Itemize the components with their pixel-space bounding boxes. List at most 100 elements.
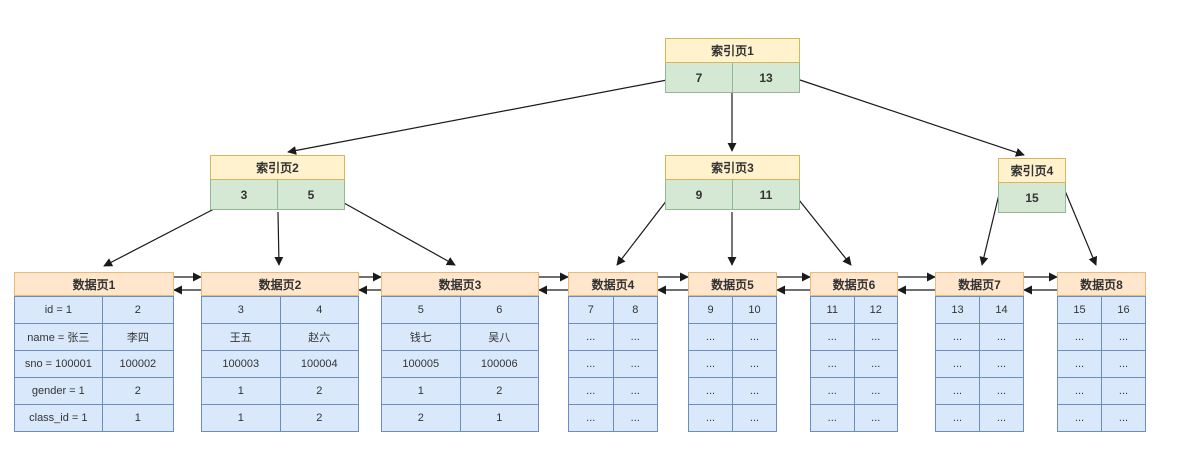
- table-cell: ...: [568, 350, 614, 378]
- table-cell: 王五: [201, 323, 281, 351]
- table-cell: ...: [732, 404, 777, 432]
- table-row: ......: [810, 350, 898, 378]
- table-cell: 1: [201, 404, 281, 432]
- table-cell: ...: [853, 404, 898, 432]
- table-row: ......: [688, 350, 777, 378]
- table-row: ......: [688, 377, 777, 405]
- table-cell: 14: [979, 296, 1024, 324]
- table-cell: 1: [459, 404, 539, 432]
- data-page-title: 数据页8: [1057, 272, 1146, 296]
- table-cell: ...: [688, 404, 733, 432]
- table-cell: ...: [853, 377, 898, 405]
- arrow-connector: [1062, 185, 1098, 266]
- table-cell: 赵六: [279, 323, 359, 351]
- table-cell: ...: [935, 323, 980, 351]
- table-cell: ...: [935, 377, 980, 405]
- table-cell: 1: [101, 404, 175, 432]
- data-page-title: 数据页6: [810, 272, 898, 296]
- table-cell: ...: [688, 350, 733, 378]
- table-row: 钱七吴八: [381, 323, 539, 351]
- arrow-connector: [287, 79, 668, 155]
- table-row: ......: [810, 404, 898, 432]
- arrow-connector: [798, 199, 852, 266]
- table-cell: class_id = 1: [14, 404, 103, 432]
- table-cell: ...: [979, 404, 1024, 432]
- table-cell: ...: [979, 377, 1024, 405]
- table-cell: 100004: [279, 350, 359, 378]
- table-cell: 3: [201, 296, 281, 324]
- table-cell: ...: [732, 350, 777, 378]
- table-cell: 2: [101, 377, 175, 405]
- data-page-title: 数据页4: [568, 272, 658, 296]
- table-cell: ...: [612, 377, 658, 405]
- table-cell: ...: [568, 323, 614, 351]
- table-cell: ...: [853, 350, 898, 378]
- table-cell: 7: [568, 296, 614, 324]
- index-page-title: 索引页4: [998, 158, 1066, 183]
- table-cell: 钱七: [381, 323, 461, 351]
- table-cell: 1: [201, 377, 281, 405]
- table-cell: 9: [688, 296, 733, 324]
- table-cell: ...: [1057, 350, 1102, 378]
- table-cell: 100003: [201, 350, 281, 378]
- table-cell: 1: [381, 377, 461, 405]
- table-cell: 16: [1101, 296, 1146, 324]
- table-cell: ...: [1057, 323, 1102, 351]
- table-cell: ...: [688, 377, 733, 405]
- table-cell: 6: [459, 296, 539, 324]
- table-cell: 李四: [101, 323, 175, 351]
- data-page-title: 数据页7: [935, 272, 1024, 296]
- table-cell: ...: [979, 323, 1024, 351]
- table-row: ......: [1057, 377, 1146, 405]
- table-cell: 8: [612, 296, 658, 324]
- table-row: ......: [810, 377, 898, 405]
- table-cell: ...: [935, 350, 980, 378]
- table-cell: ...: [1057, 404, 1102, 432]
- index-key-cell: 5: [277, 180, 344, 209]
- table-cell: ...: [810, 404, 855, 432]
- table-cell: ...: [1101, 350, 1146, 378]
- table-cell: 10: [732, 296, 777, 324]
- table-row: ......: [935, 404, 1024, 432]
- table-row: ......: [688, 404, 777, 432]
- table-cell: ...: [1101, 323, 1146, 351]
- table-row: name = 张三李四: [14, 323, 175, 351]
- table-cell: ...: [1101, 404, 1146, 432]
- table-cell: 11: [810, 296, 855, 324]
- table-row: ......: [568, 404, 658, 432]
- table-cell: 2: [381, 404, 461, 432]
- data-page-title: 数据页3: [381, 272, 539, 296]
- table-cell: 100002: [101, 350, 175, 378]
- table-cell: ...: [568, 404, 614, 432]
- table-cell: 15: [1057, 296, 1102, 324]
- index-page-title: 索引页2: [210, 155, 345, 180]
- table-cell: 2: [101, 296, 175, 324]
- index-key-cell: 11: [732, 180, 799, 209]
- table-cell: id = 1: [14, 296, 103, 324]
- table-cell: ...: [688, 323, 733, 351]
- table-cell: ...: [935, 404, 980, 432]
- table-cell: ...: [612, 323, 658, 351]
- table-cell: 2: [279, 377, 359, 405]
- table-cell: ...: [732, 377, 777, 405]
- table-cell: name = 张三: [14, 323, 103, 351]
